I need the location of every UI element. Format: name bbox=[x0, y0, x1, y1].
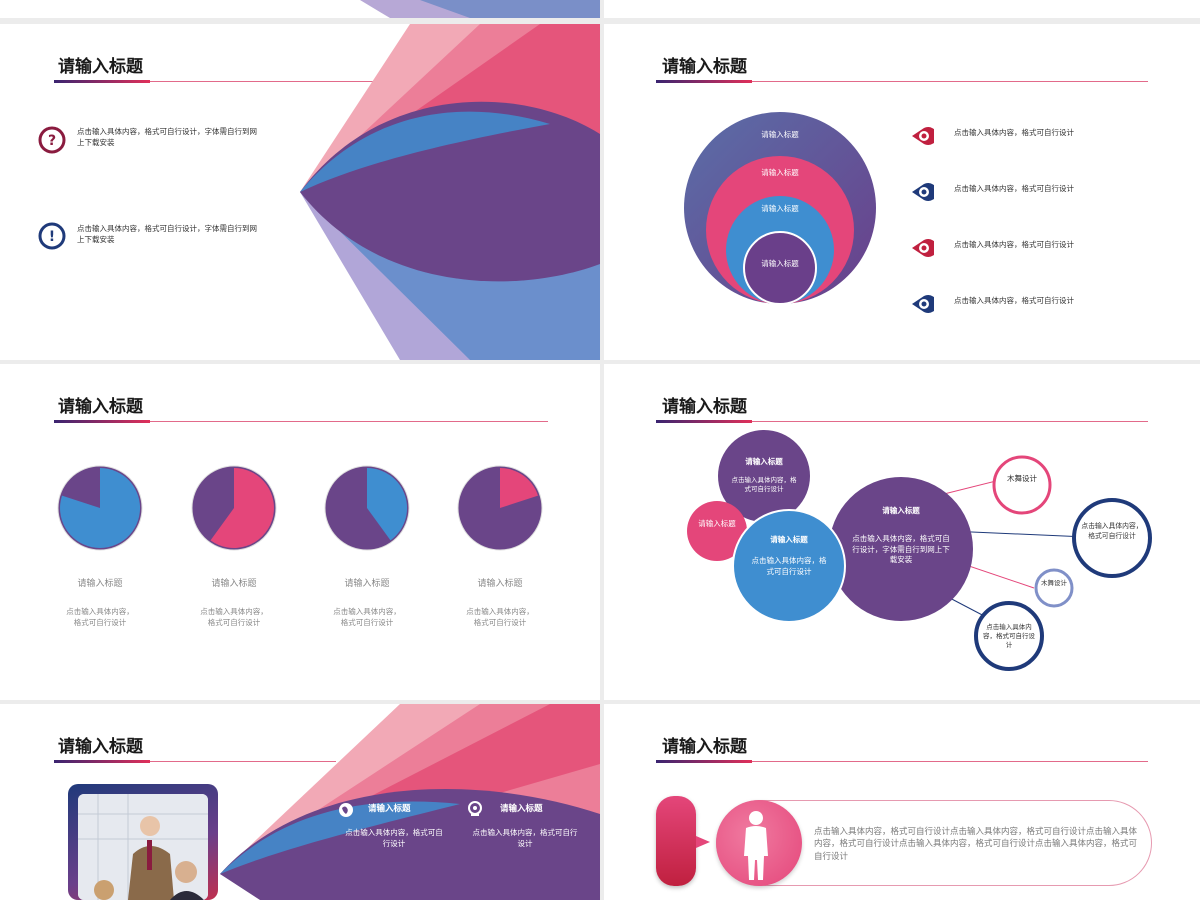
pie-desc-line-2: 格式可自行设计 bbox=[207, 618, 261, 627]
title-underline bbox=[656, 80, 752, 83]
page-title: 请输入标题 bbox=[662, 397, 747, 417]
page-title: 请输入标题 bbox=[662, 737, 747, 757]
bubble-pink-label: 请输入标题 bbox=[698, 519, 736, 528]
satellite-3-label: 木舞设计 bbox=[1041, 579, 1067, 587]
exclamation-icon: ! bbox=[38, 222, 66, 250]
slide-5[interactable]: 请输入标题 请输入标题 点击输入具体内容，格式可自行 bbox=[0, 704, 600, 900]
bubble-big-text: 点击输入具体内容，格式可自行设计，字体需自行到网上下载安装 bbox=[852, 534, 950, 564]
slide-1[interactable]: 请输入标题 ? 点击输入具体内容，格式可自行设计，字体需自行到网上下载安装 ! … bbox=[0, 24, 600, 360]
pie-label: 请输入标题 bbox=[211, 579, 257, 589]
pie-label: 请输入标题 bbox=[344, 579, 390, 589]
vertical-title: 请输入标题 bbox=[697, 808, 708, 858]
slide1-item-2: ! bbox=[38, 222, 66, 250]
slide5-item-2-text: 点击输入具体内容，格式可自行设计 bbox=[472, 828, 578, 848]
location-pin-icon bbox=[467, 801, 483, 819]
abstract-shape bbox=[220, 704, 600, 900]
slide-top-left-partial bbox=[0, 0, 600, 18]
bubble-blue-title: 请输入标题 bbox=[770, 535, 808, 544]
list-item-1: 点击输入具体内容，格式可自行设计 bbox=[954, 128, 1074, 137]
pie-chart bbox=[456, 464, 544, 552]
slide-4[interactable]: 请输入标题 请输入标题 点击输入具体内容，格式可自行设计 请输入标题 请输入标题… bbox=[604, 364, 1200, 700]
nested-circles bbox=[684, 112, 876, 305]
pie-desc-line-1: 点击输入具体内容， bbox=[466, 607, 534, 616]
globe-icon bbox=[338, 802, 354, 818]
pie-slice bbox=[210, 468, 274, 548]
bubble-big-title: 请输入标题 bbox=[882, 506, 920, 515]
satellite-4-label: 点击输入具体内容，格式可自行设计 bbox=[983, 623, 1035, 650]
pie-slice bbox=[60, 468, 141, 548]
eye-icon bbox=[910, 238, 934, 258]
title-rule bbox=[752, 761, 1148, 762]
pie-slice bbox=[367, 467, 408, 541]
slide-3[interactable]: 请输入标题 请输入标题点击输入具体内容，格式可自行设计请输入标题点击输入具体内容… bbox=[0, 364, 600, 700]
pie-chart bbox=[56, 464, 144, 552]
circle-label-4: 请输入标题 bbox=[761, 259, 799, 268]
person-silhouette-icon bbox=[744, 811, 768, 880]
title-underline bbox=[54, 420, 150, 423]
list-item-2: 点击输入具体内容，格式可自行设计 bbox=[954, 184, 1074, 193]
pie-label: 请输入标题 bbox=[477, 579, 523, 589]
bubble-top-text: 点击输入具体内容，格式可自行设计 bbox=[731, 476, 797, 494]
photo-frame bbox=[68, 784, 218, 900]
pie-desc-line-1: 点击输入具体内容， bbox=[200, 607, 268, 616]
page-title: 请输入标题 bbox=[662, 57, 747, 77]
slide1-item-2-text: 点击输入具体内容，格式可自行设计，字体需自行到网上下载安装 bbox=[77, 224, 257, 244]
circle-label-3: 请输入标题 bbox=[761, 204, 799, 213]
slide1-item-1: ? bbox=[38, 126, 66, 154]
list-item-4: 点击输入具体内容，格式可自行设计 bbox=[954, 296, 1074, 305]
slide-2[interactable]: 请输入标题 请输入标题 请输入标题 请输入标题 请输入标题 点击输入具体内容，格… bbox=[604, 24, 1200, 360]
svg-text:?: ? bbox=[48, 133, 56, 149]
satellite-2-label: 点击输入具体内容，格式可自行设计 bbox=[1081, 522, 1143, 540]
slide-6[interactable]: 请输入标题 请输入标题 点击输入具体内容，格式可自行设计点击输入具体内容，格式可… bbox=[604, 704, 1200, 900]
title-rule bbox=[150, 761, 336, 762]
question-icon: ? bbox=[38, 126, 66, 154]
person-avatar bbox=[716, 800, 802, 886]
pie-slice bbox=[500, 468, 538, 508]
list-item-3: 点击输入具体内容，格式可自行设计 bbox=[954, 240, 1074, 249]
page-title: 请输入标题 bbox=[58, 57, 143, 77]
title-rule bbox=[752, 81, 1148, 82]
slide5-item-2-title: 请输入标题 bbox=[500, 804, 543, 814]
title-underline bbox=[656, 760, 752, 763]
slide5-item-1-title: 请输入标题 bbox=[368, 804, 411, 814]
pie-desc-line-2: 格式可自行设计 bbox=[473, 618, 527, 627]
abstract-shape bbox=[300, 24, 600, 360]
bubble-top-title: 请输入标题 bbox=[745, 457, 783, 466]
vertical-title-pill: 请输入标题 bbox=[656, 796, 708, 886]
satellite-1-label: 木舞设计 bbox=[1007, 474, 1037, 483]
eye-icon bbox=[910, 126, 934, 146]
bubble-blue-text: 点击输入具体内容，格式可自行设计 bbox=[751, 556, 827, 576]
title-underline bbox=[656, 420, 752, 423]
slide5-item-1-text: 点击输入具体内容，格式可自行设计 bbox=[345, 828, 443, 848]
circle-label-1: 请输入标题 bbox=[761, 130, 799, 139]
pie-desc-line-1: 点击输入具体内容， bbox=[66, 607, 134, 616]
pie-desc-line-1: 点击输入具体内容， bbox=[333, 607, 401, 616]
title-underline bbox=[54, 80, 150, 83]
pie-desc-line-2: 格式可自行设计 bbox=[73, 618, 127, 627]
slide1-item-1-text: 点击输入具体内容，格式可自行设计，字体需自行到网上下载安装 bbox=[77, 127, 257, 147]
title-rule bbox=[752, 421, 1148, 422]
pie-chart bbox=[323, 464, 411, 552]
pie-chart bbox=[190, 464, 278, 552]
arrow-icon bbox=[696, 836, 710, 848]
bubble-diagram bbox=[687, 430, 1152, 671]
page-title: 请输入标题 bbox=[58, 397, 143, 417]
eye-icon bbox=[910, 182, 934, 202]
eye-icon bbox=[910, 294, 934, 314]
svg-text:!: ! bbox=[49, 229, 55, 245]
slide-top-right-partial bbox=[604, 0, 1200, 18]
circle-label-2: 请输入标题 bbox=[761, 168, 799, 177]
title-underline bbox=[54, 760, 150, 763]
content-text: 点击输入具体内容，格式可自行设计点击输入具体内容，格式可自行设计点击输入具体内容… bbox=[814, 827, 1138, 862]
pie-label: 请输入标题 bbox=[77, 579, 123, 589]
business-photo bbox=[78, 794, 208, 900]
pie-desc-line-2: 格式可自行设计 bbox=[340, 618, 394, 627]
title-rule bbox=[150, 421, 548, 422]
page-title: 请输入标题 bbox=[58, 737, 143, 757]
title-rule bbox=[150, 81, 390, 82]
